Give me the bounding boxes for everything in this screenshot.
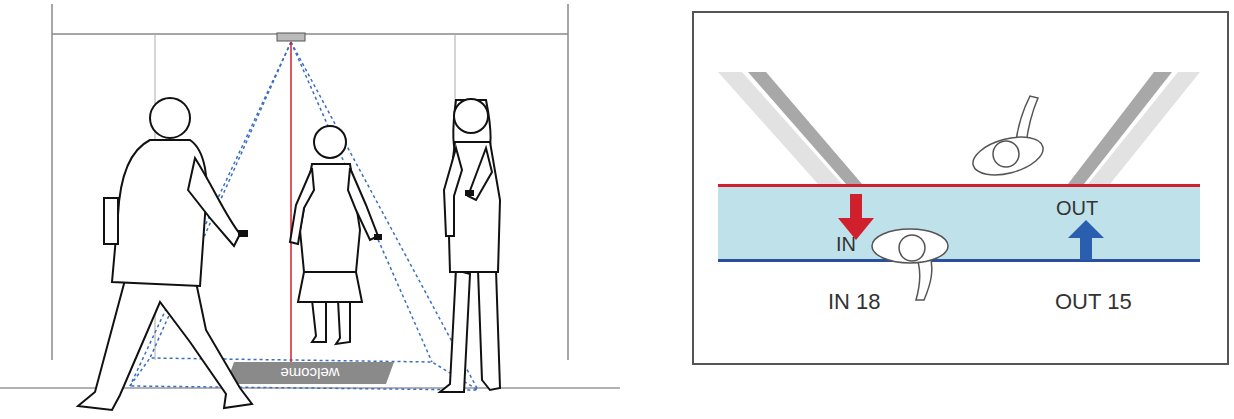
person-arm-topview bbox=[916, 250, 932, 300]
person-head bbox=[454, 99, 488, 133]
door-frame bbox=[52, 33, 568, 35]
mat-shape bbox=[226, 362, 394, 384]
node-text: IN bbox=[836, 233, 856, 255]
person-head-topview bbox=[899, 235, 925, 261]
door-panel bbox=[155, 34, 156, 360]
in-arrow bbox=[850, 194, 862, 220]
detection-cone bbox=[130, 42, 291, 386]
person-shoulders-topview bbox=[969, 130, 1047, 181]
person-skirt bbox=[298, 272, 362, 302]
phone bbox=[238, 230, 248, 237]
panel-frame bbox=[693, 12, 1228, 364]
person-arm bbox=[290, 168, 314, 244]
person-arm-topview bbox=[1016, 96, 1038, 144]
out-arrow bbox=[1068, 220, 1104, 238]
person-legs bbox=[312, 300, 350, 344]
door-panel bbox=[455, 34, 456, 360]
person-head-topview bbox=[993, 141, 1019, 167]
in-count: IN 18 bbox=[828, 290, 881, 314]
detection-cone bbox=[150, 42, 291, 358]
detection-area bbox=[130, 358, 478, 390]
person-head bbox=[150, 98, 190, 138]
person-body bbox=[448, 142, 500, 272]
door-stripe bbox=[748, 72, 862, 184]
person-hair bbox=[453, 100, 490, 158]
person-shoulders-topview bbox=[872, 229, 948, 263]
out-arrow bbox=[1080, 236, 1092, 260]
detection-cone bbox=[291, 42, 432, 362]
detection-cone bbox=[291, 42, 478, 390]
node-text: OUT bbox=[1056, 197, 1098, 219]
welcome-mat: welcome bbox=[226, 362, 394, 384]
sensor-axis bbox=[290, 42, 292, 368]
person-arm bbox=[188, 158, 240, 246]
phone bbox=[465, 190, 474, 196]
person-arm bbox=[468, 148, 492, 200]
out-count: OUT 15 bbox=[1055, 290, 1132, 314]
in-arrow bbox=[838, 218, 874, 240]
person-legs bbox=[78, 280, 252, 410]
door-stripe bbox=[1068, 72, 1172, 184]
person-body bbox=[300, 164, 360, 272]
phone bbox=[374, 234, 382, 240]
person-arm bbox=[348, 168, 378, 240]
ceiling-sensor bbox=[277, 33, 305, 41]
person-arm bbox=[444, 148, 462, 236]
door-frame bbox=[51, 4, 53, 360]
counting-zone: IN OUT bbox=[718, 184, 1200, 262]
folder bbox=[104, 198, 118, 244]
floor-line bbox=[0, 387, 620, 389]
person-head bbox=[314, 126, 346, 158]
person-coat bbox=[112, 140, 207, 286]
node-text: welcome bbox=[226, 364, 394, 381]
person-legs bbox=[440, 270, 500, 392]
door-frame bbox=[567, 4, 569, 360]
